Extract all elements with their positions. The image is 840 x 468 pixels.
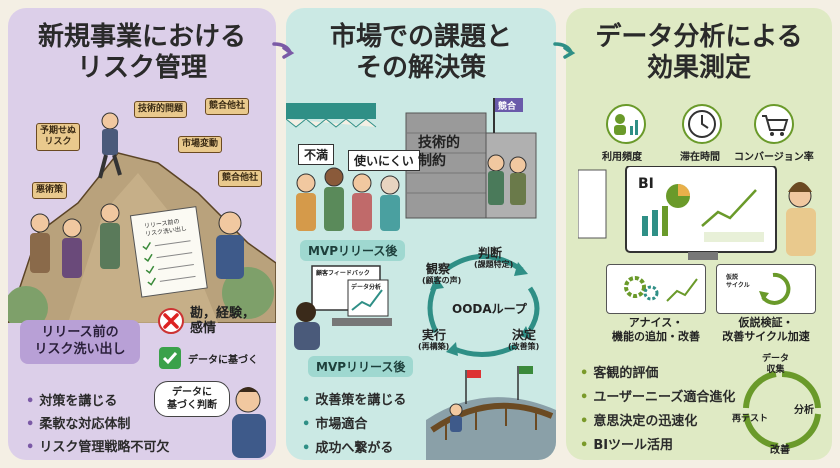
analyst-at-computer [294,265,392,350]
screen-feedback-label: 顧客フィードバック [316,270,370,277]
card-feature-improvement [606,264,706,314]
cycle-retest: 再テスト [732,414,769,424]
sign-hard-to-use: 使いにくい [348,150,420,171]
climbing-businessman [98,112,122,179]
ooda-act: 実行 [422,328,447,342]
panel-data-analysis: データ分析による 効果測定 利用頻度 滞在時間 コンバージョン率 BI [566,8,832,460]
arrow-right-icon [272,42,295,59]
sign-unexpected-risk: 予期せぬ リスク [36,123,81,151]
competitor-flag-text: 競合 [498,102,517,112]
panel2-title-line1: 市場での課題と [329,22,512,52]
metric-usage-frequency: 利用頻度 [602,152,642,163]
clock-icon [682,104,722,144]
metric-time-on-site: 滞在時間 [680,152,720,163]
p1-bullet-3: リスク管理戦略不可欠 [26,436,169,455]
cycle-analysis: 分析 [794,405,814,416]
metric-conversion-rate: コンバージョン率 [734,152,814,163]
ooda-judge: 判断 [478,246,503,260]
bridge-illustration [426,366,556,460]
panel2-title: 市場での課題と その解決策 [286,22,556,84]
cart-icon [754,104,794,144]
sign-unexpected-risk-text: 予期せぬ リスク [40,126,77,147]
panel2-title-line2: その解決策 [355,53,486,83]
customer-figures [296,154,527,231]
market-scene-illustration [286,98,537,231]
panel1-title-line1: 新規事業における [37,22,246,52]
mvp-label-top: MVPリリース後 [300,240,406,261]
panel3-title-line2: 効果測定 [646,53,751,83]
p3-bullet-2: ユーザーニーズ適合進化 [580,386,735,405]
risk-identification-label: リリース前の リスク洗い出し [20,320,140,364]
panel1-title: 新規事業における リスク管理 [8,22,276,84]
sign-market-change: 市場変動 [178,136,223,153]
card-hypothesis-cycle [716,264,816,314]
sign-tech-issue: 技術的問題 [134,101,188,118]
sign-competitor-2: 競合他社 [218,170,263,187]
data-based-text: データに基づく [188,355,258,366]
cycle-data-collection: データ 収集 [762,354,790,375]
panel3-title-line1: データ分析による [595,22,803,52]
speech-bubble: データに 基づく判断 [154,381,230,417]
panel3-title: データ分析による 効果測定 [566,22,832,84]
ooda-observe: 観察 [426,262,451,276]
gut-feeling-text: 勘，経験， 感情 [190,306,256,336]
panel1-title-line2: リスク管理 [76,53,207,83]
sign-dissatisfied: 不満 [298,144,335,165]
hypothesis-cycle-label: 仮説 サイクル [726,274,750,289]
p2-bullet-3: 成功へ繋がる [302,437,393,456]
wall-tech-constraint: 技術的 制約 [418,135,460,169]
sign-measures: 悪術策 [32,182,68,199]
bi-label: BI [638,176,654,192]
p3-bullet-4: BIツール活用 [580,434,673,453]
check-mark-icon [159,347,181,369]
ooda-decide: 決定 [512,328,537,342]
ooda-loop-arrows [427,254,540,358]
p3-bullet-3: 意思決定の迅速化 [580,410,697,429]
p2-bullet-2: 市場適合 [302,413,367,432]
p3-bullet-1: 客観的評価 [580,362,658,381]
p1-bullet-1: 対策を講じる [26,390,117,409]
arrow-right-icon-2 [553,42,576,59]
mountain-illustration: リリース前の リスク洗い出し [8,112,276,323]
ooda-decide-sub: (改善策) [508,342,540,351]
usage-frequency-icon [606,104,646,144]
gears-icon [624,276,698,302]
team-figures [30,203,244,279]
data-cycle-diagram [743,370,821,449]
panel-risk-management: 新規事業における リスク管理 リリース前の リスク洗い出し [8,8,276,460]
checklist-paper: リリース前の リスク洗い出し [129,206,208,298]
x-mark-icon [158,308,184,334]
ooda-judge-sub: (課題特定) [474,260,514,269]
cycle-improvement: 改善 [770,445,790,456]
p1-bullet-2: 柔軟な対応体制 [26,413,130,432]
p2-bullet-1: 改善策を講じる [302,389,406,408]
card1-caption: アナイス・ 機能の追加・改善 [612,316,700,343]
ooda-act-sub: (再構築) [418,342,450,351]
presenter-man [232,387,266,458]
bi-dashboard-monitor [578,166,816,260]
card2-caption: 仮説検証・ 改善サイクル加速 [722,316,810,343]
mvp-label-bottom: MVPリリース後 [308,356,414,377]
panel-market-issues: 市場での課題と その解決策 不満 使いにくい 技術的 制約 競合 MVPリリース… [286,8,556,460]
screen-data-label: データ分析 [351,284,382,291]
sign-competitor-1: 競合他社 [205,98,250,115]
ooda-observe-sub: (顧客の声) [422,276,462,285]
cycle-icon [759,272,791,305]
ooda-loop-label: OODAループ [452,302,527,316]
